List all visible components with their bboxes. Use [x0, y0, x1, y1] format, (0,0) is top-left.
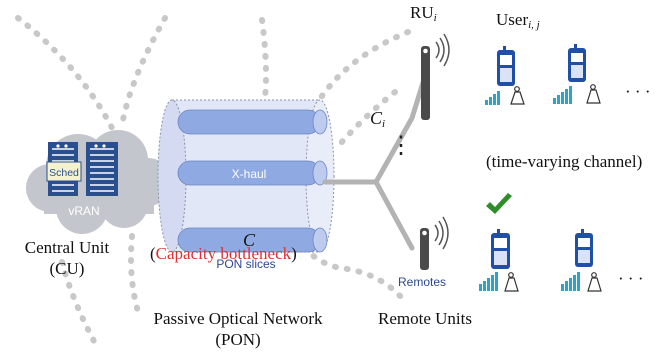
fiber-links: [322, 73, 428, 251]
central-unit-label: Central Unit: [24, 238, 110, 257]
vran-label: vRAN: [68, 204, 99, 218]
signal-bars-icon: [479, 272, 498, 291]
user-label: Useri, j: [496, 10, 540, 31]
sched-label: Sched: [49, 167, 79, 179]
signal-bars-icon: [561, 272, 580, 291]
pon-slice-top: [177, 109, 328, 135]
slice-label-capacity: C: [243, 230, 256, 250]
pon-slice-capacity: [177, 227, 328, 253]
link-capacity-label: Ci: [370, 108, 386, 130]
server-icon: [86, 142, 118, 196]
phone-icon: [491, 229, 510, 269]
signal-bars-icon: [553, 86, 572, 104]
antenna-icon: [421, 33, 450, 120]
antenna-icon: [420, 216, 449, 270]
signal-bars-icon: [485, 91, 500, 105]
sched-box: [46, 161, 82, 182]
weight-icon: [510, 86, 525, 105]
phone-icon: [497, 46, 515, 86]
weight-icon: [587, 272, 602, 292]
channel-note: (time-varying channel): [486, 152, 643, 171]
remotes-label: Remotes: [397, 275, 447, 289]
bottleneck-label: (Capacity bottleneck): [150, 244, 297, 263]
slice-label-xhaul: X-haul: [232, 167, 267, 181]
weight-icon: [586, 84, 601, 104]
phone-icon: [575, 229, 593, 267]
central-unit-abbrev: (CU): [49, 259, 85, 278]
pon-abbrev: (PON): [215, 330, 261, 349]
weight-icon: [504, 272, 519, 292]
pon-slices-caption: PON slices: [216, 257, 275, 271]
remote-units-label: Remote Units: [378, 309, 472, 328]
dotted-arcs: [15, 15, 411, 348]
phone-icon: [568, 44, 586, 82]
pon-label: Passive Optical Network: [153, 309, 323, 328]
ellipsis-top: · · ·: [625, 82, 651, 101]
ru-label: RUi: [410, 3, 437, 24]
pon-slice-xhaul: [177, 160, 328, 186]
ellipsis-bottom: · · ·: [618, 269, 644, 288]
vertical-ellipsis: ⋮: [389, 133, 413, 159]
checkmark-icon: [486, 193, 512, 214]
